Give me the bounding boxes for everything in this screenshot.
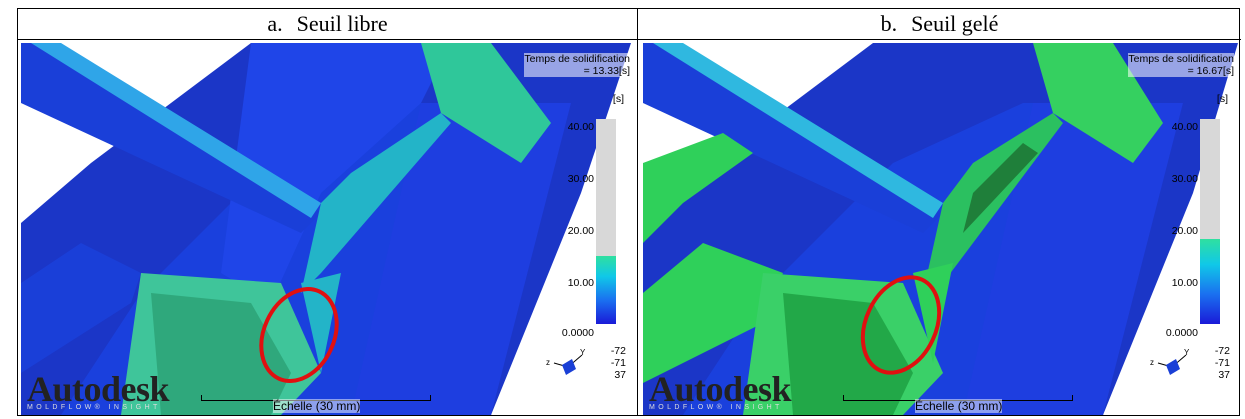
result-value-b: = 16.67[s] — [1128, 65, 1234, 77]
header-cell-a: a. Seuil libre — [18, 9, 637, 40]
axis-numbers-a: -72 -71 37 — [611, 345, 626, 381]
simulation-view-b[interactable]: Temps de solidification = 16.67[s] [s] 4… — [643, 43, 1238, 415]
part-render-a — [21, 43, 634, 415]
tick-label-a-0: 40.00 — [567, 121, 594, 133]
logo-sub-a: MOLDFLOW® INSIGHT — [27, 404, 161, 411]
logo-brand-b: Autodesk — [649, 369, 792, 409]
scale-label-b: Échelle (30 mm) — [915, 399, 1003, 413]
axis-number: -71 — [1214, 357, 1230, 369]
logo-sub-b: MOLDFLOW® INSIGHT — [649, 404, 783, 411]
tick-label-b-2: 20.00 — [1171, 225, 1198, 237]
result-name-b: Temps de solidification — [1128, 53, 1234, 65]
axis-number: -71 — [610, 357, 626, 369]
tick-label-a-4: 0.0000 — [561, 327, 594, 339]
unit-label-b: [s] — [1216, 93, 1228, 105]
tick-label-b-4: 0.0000 — [1165, 327, 1198, 339]
color-scale-fill-b — [1200, 238, 1220, 324]
panel-a-title: Seuil libre — [296, 11, 388, 36]
tick-label-a-1: 30.00 — [567, 173, 594, 185]
axis-number: 37 — [614, 369, 626, 381]
color-scale-a — [596, 119, 616, 324]
result-name-a: Temps de solidification — [524, 53, 630, 65]
comparison-table: a. Seuil libre b. Seuil gelé — [17, 8, 1241, 416]
panel-a-label: a. — [267, 11, 283, 36]
result-title-a: Temps de solidification = 13.33[s] — [524, 53, 630, 77]
axis-numbers-b: -72 -71 37 — [1215, 345, 1230, 381]
scale-label-a: Échelle (30 mm) — [273, 399, 361, 413]
autodesk-logo-a: Autodesk MOLDFLOW® INSIGHT — [27, 369, 170, 411]
tick-label-a-2: 20.00 — [567, 225, 594, 237]
simulation-view-a[interactable]: Temps de solidification = 13.33[s] [s] 4… — [21, 43, 634, 415]
result-value-a: = 13.33[s] — [524, 65, 630, 77]
axis-number: -72 — [610, 345, 626, 357]
svg-text:Y: Y — [1184, 349, 1190, 357]
axis-number: -72 — [1214, 345, 1230, 357]
column-divider — [637, 9, 638, 415]
tick-label-b-3: 10.00 — [1171, 277, 1198, 289]
panel-b-title: Seuil gelé — [911, 11, 999, 36]
autodesk-logo-b: Autodesk MOLDFLOW® INSIGHT — [649, 369, 792, 411]
svg-text:Y: Y — [580, 349, 586, 357]
tick-label-a-3: 10.00 — [567, 277, 594, 289]
svg-text:z: z — [1150, 358, 1154, 367]
header-cell-b: b. Seuil gelé — [638, 9, 1241, 40]
color-scale-b — [1200, 119, 1220, 324]
tick-label-b-0: 40.00 — [1171, 121, 1198, 133]
tick-label-b-1: 30.00 — [1171, 173, 1198, 185]
logo-brand-a: Autodesk — [27, 369, 170, 409]
axis-number: 37 — [1218, 369, 1230, 381]
part-render-b — [643, 43, 1238, 415]
axis-triad-icon: zY — [546, 349, 586, 375]
svg-text:z: z — [546, 358, 550, 367]
unit-label-a: [s] — [612, 93, 624, 105]
color-scale-fill-a — [596, 255, 616, 324]
axis-triad-icon: zY — [1150, 349, 1190, 375]
result-title-b: Temps de solidification = 16.67[s] — [1128, 53, 1234, 77]
panel-b-label: b. — [880, 11, 898, 36]
